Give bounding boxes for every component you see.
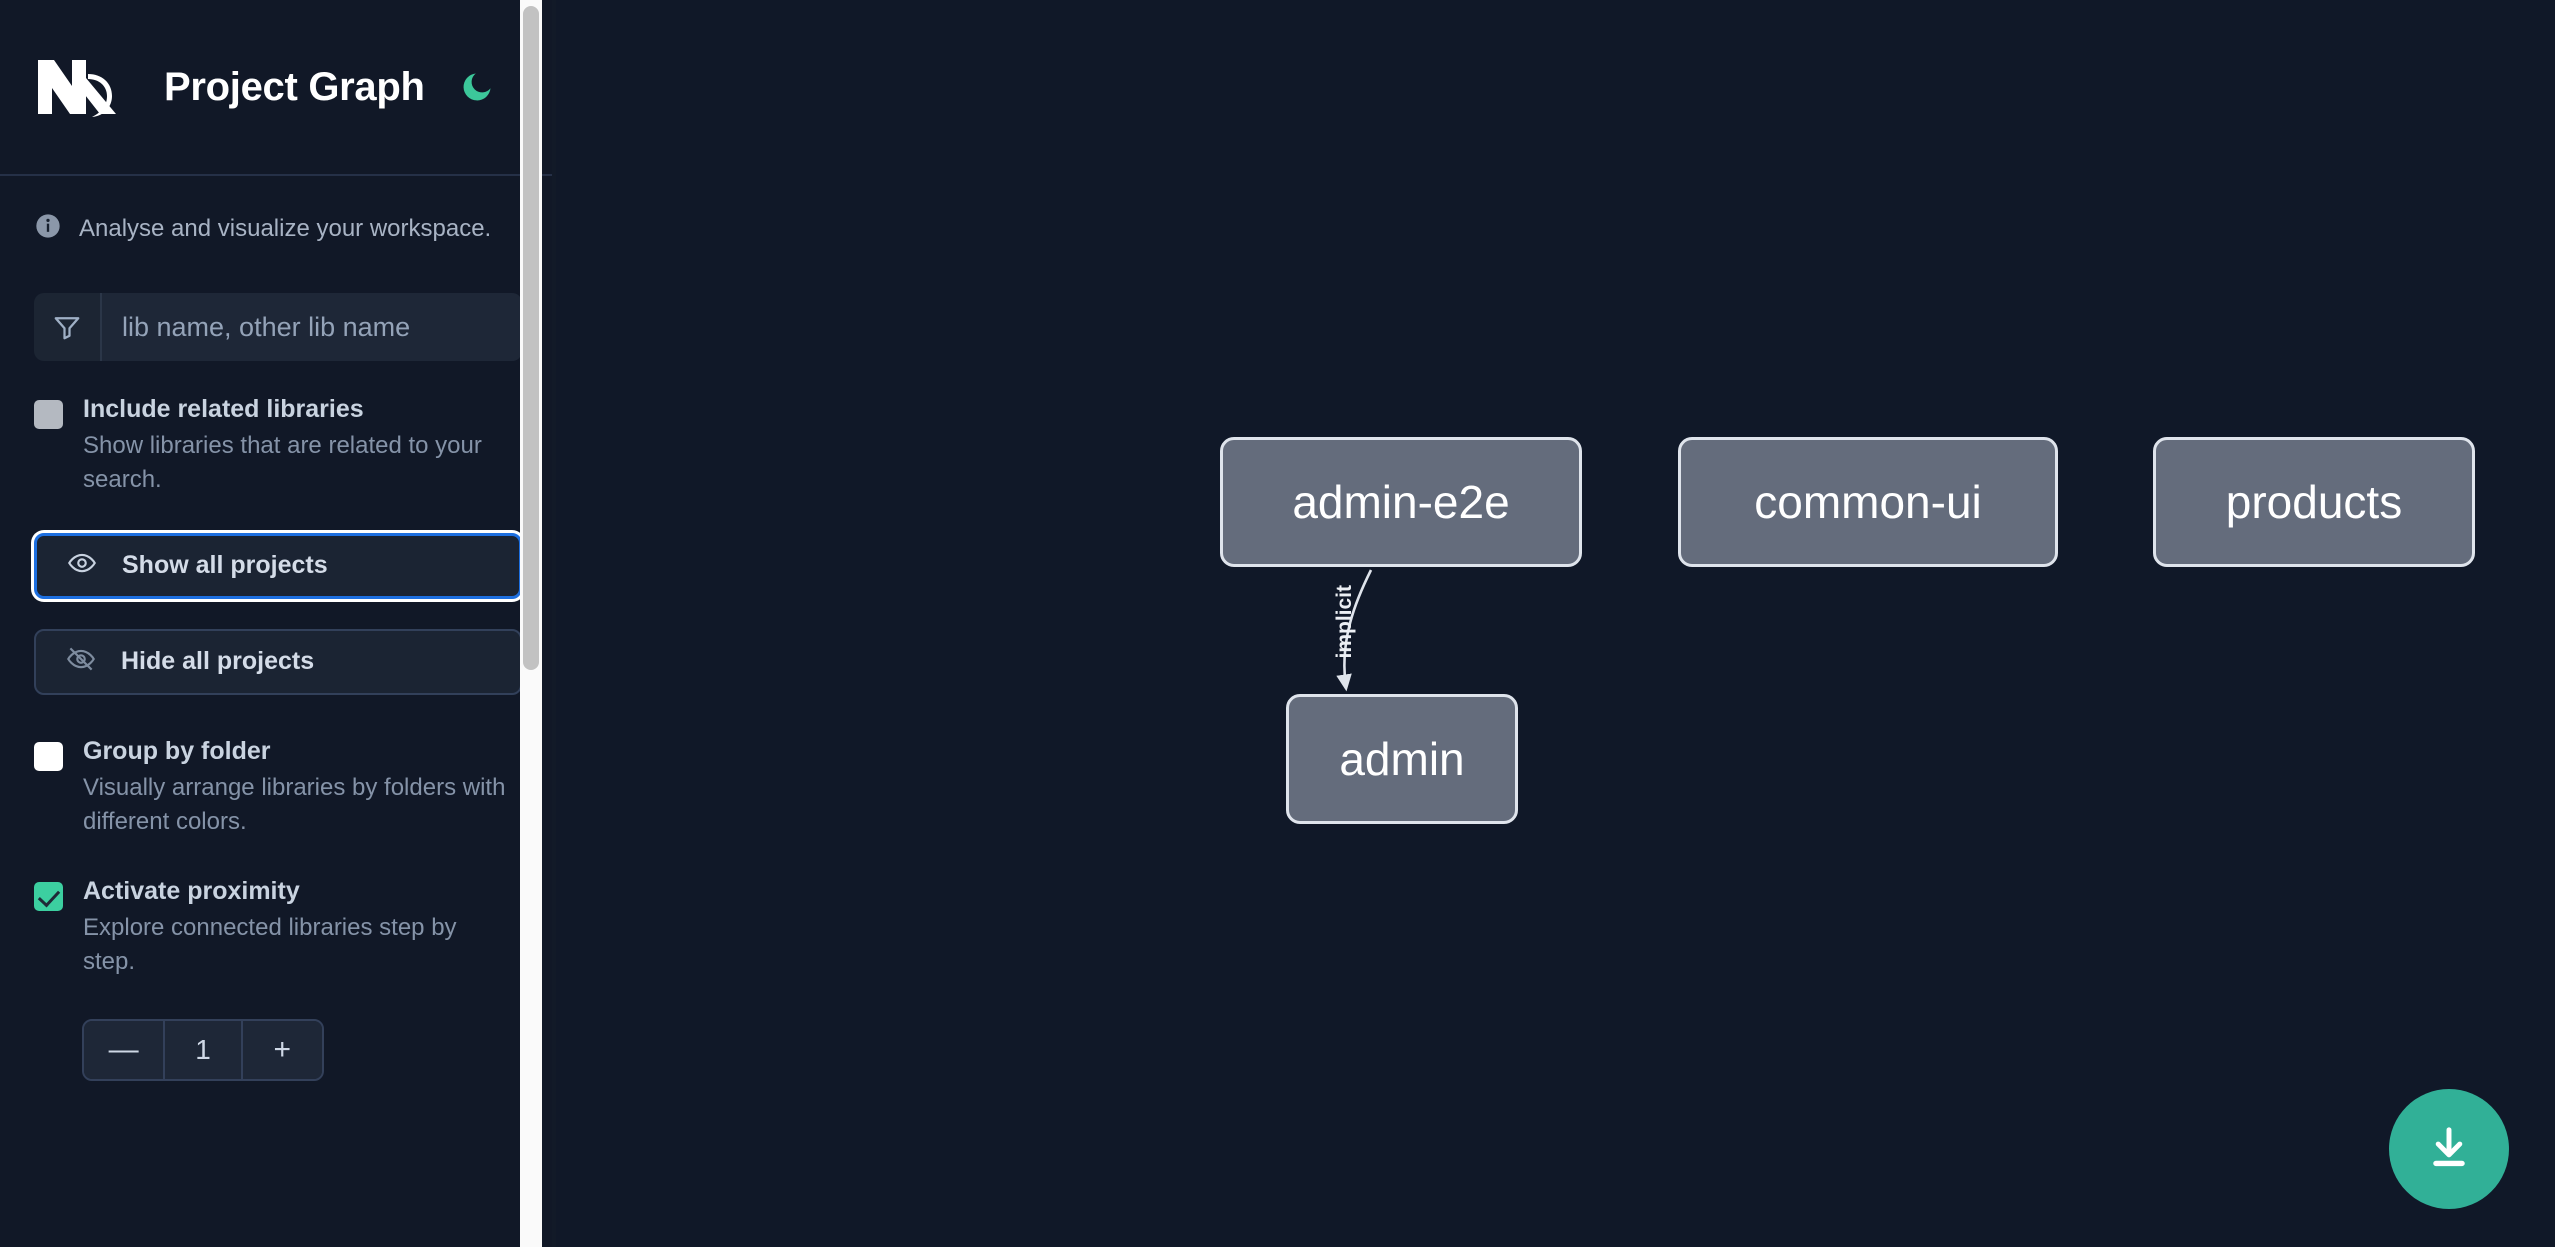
sidebar-edge [552, 0, 556, 1247]
sidebar-scrollbar-thumb[interactable] [523, 6, 539, 670]
proximity-value: 1 [163, 1020, 243, 1079]
sidebar-description: Analyse and visualize your workspace. [0, 176, 556, 245]
sidebar-scrollbar[interactable] [520, 0, 542, 1247]
activate-proximity-description: Explore connected libraries step by step… [83, 913, 457, 975]
group-by-folder-checkbox[interactable] [34, 741, 63, 839]
eye-slash-icon [66, 644, 96, 679]
group-by-folder-label: Group by folder [83, 736, 271, 765]
proximity-decrement-button[interactable]: — [84, 1020, 164, 1079]
proximity-stepper: — 1 + [82, 1018, 324, 1081]
activate-proximity-checkbox[interactable] [34, 881, 63, 979]
graph-node-label: products [2225, 476, 2403, 528]
graph-node-products[interactable]: products [2153, 437, 2475, 567]
graph-node-common-ui[interactable]: common-ui [1678, 437, 2058, 567]
group-by-folder-description: Visually arrange libraries by folders wi… [83, 773, 506, 835]
include-related-libraries-description: Show libraries that are related to your … [83, 431, 482, 493]
search-bar [34, 293, 522, 361]
graph-node-admin-e2e[interactable]: admin-e2e [1220, 437, 1582, 567]
hide-all-projects-label: Hide all projects [121, 647, 315, 676]
option-include-related-libraries[interactable]: Include related libraries Show libraries… [34, 395, 522, 497]
activate-proximity-label: Activate proximity [83, 876, 300, 905]
download-icon [2433, 1127, 2465, 1167]
graph-node-admin[interactable]: admin [1286, 694, 1518, 824]
sidebar-body: Include related libraries Show libraries… [0, 293, 556, 1081]
filter-icon [34, 293, 102, 361]
visibility-button-group: Show all projects Hide all projects [34, 532, 522, 695]
download-graph-button[interactable] [2389, 1089, 2509, 1209]
info-icon [34, 212, 62, 245]
graph-canvas[interactable]: admin-e2e common-ui products store-e2e a… [556, 0, 2555, 1247]
hide-all-projects-button[interactable]: Hide all projects [34, 628, 522, 695]
sidebar-header: Project Graph [0, 0, 556, 176]
page-title: Project Graph [164, 64, 425, 109]
option-activate-proximity[interactable]: Activate proximity Explore connected lib… [34, 877, 522, 979]
search-input[interactable] [102, 293, 522, 361]
show-all-projects-label: Show all projects [122, 551, 328, 580]
sidebar: Project Graph Analyse and visualize your… [0, 0, 556, 1247]
eye-icon [67, 548, 97, 583]
sidebar-description-text: Analyse and visualize your workspace. [79, 214, 492, 242]
proximity-increment-button[interactable]: + [242, 1020, 322, 1079]
graph-node-label: admin [1339, 733, 1465, 785]
show-all-projects-button[interactable]: Show all projects [34, 532, 522, 599]
include-related-libraries-checkbox[interactable] [34, 400, 63, 497]
option-group-by-folder[interactable]: Group by folder Visually arrange librari… [34, 737, 522, 839]
nx-logo [34, 56, 130, 118]
graph-node-label: admin-e2e [1292, 476, 1510, 528]
graph-node-label: common-ui [1754, 476, 1982, 528]
moon-icon[interactable] [455, 65, 499, 109]
graph-edges [1336, 569, 1373, 692]
include-related-libraries-label: Include related libraries [83, 395, 364, 423]
edge-label-admin-e2e-to-admin: implicit [1333, 585, 1356, 659]
